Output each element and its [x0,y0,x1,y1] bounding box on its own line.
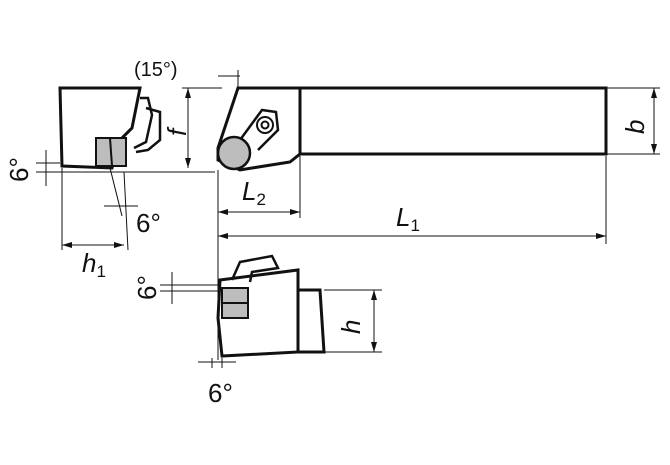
dim-b-label: b [620,120,650,134]
angle-6-front-left-label: 6° [132,275,162,300]
dim-l1-label: L1 [396,202,420,235]
dim-h-label: h [336,320,366,334]
front-view [160,254,382,368]
dim-h1-label: h1 [82,248,106,281]
dim-l2-label: L2 [242,176,266,209]
side-view [36,86,222,251]
angle-15-label: (15°) [134,59,178,81]
angle-6-left-label: 6° [4,157,34,182]
angle-6-mid-label: 6° [136,208,161,238]
angle-6-front-bottom-label: 6° [208,378,233,408]
dim-f-label: f [162,126,192,136]
top-view [216,70,660,360]
